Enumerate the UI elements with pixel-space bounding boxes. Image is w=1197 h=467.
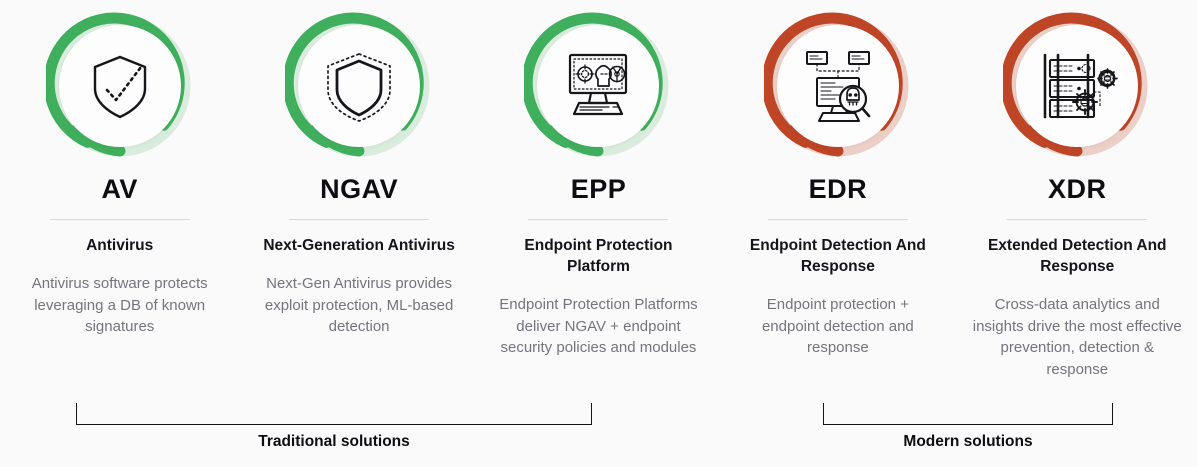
progress-ring-edr <box>763 12 912 160</box>
divider-xdr <box>1007 219 1148 220</box>
desktop-threats-icon <box>555 43 641 129</box>
fullname-xdr: Extended Detection And Response <box>987 237 1167 275</box>
shield-check-icon <box>77 43 163 129</box>
solution-column-epp[interactable]: EPP Endpoint Protection Platform Endpoin… <box>479 0 718 400</box>
abbrev-epp: EPP <box>570 174 627 204</box>
fullname-edr: Endpoint Detection And Response <box>749 237 926 275</box>
description-xdr: Cross-data analytics and insights drive … <box>972 295 1182 379</box>
solution-column-av[interactable]: AV Antivirus Antivirus software protects… <box>0 0 239 400</box>
abbrev-edr: EDR <box>808 174 868 204</box>
divider-av <box>49 219 190 220</box>
ring-inner-disc-ngav <box>298 25 421 147</box>
divider-epp <box>528 219 669 220</box>
description-edr: Endpoint protection + endpoint detection… <box>761 295 914 357</box>
progress-ring-ngav <box>285 12 433 160</box>
abbrev-ngav: NGAV <box>320 174 399 204</box>
shield-dashed-icon <box>316 43 402 129</box>
group-label-traditional: Traditional solutions <box>258 433 410 450</box>
fullname-epp: Endpoint Protection Platform <box>524 237 673 275</box>
progress-ring-epp <box>524 12 672 160</box>
ring-inner-disc-xdr <box>1016 25 1139 147</box>
bracket-modern-solutions <box>823 403 1113 425</box>
divider-edr <box>767 219 908 220</box>
solution-columns: AV Antivirus Antivirus software protects… <box>0 0 1197 400</box>
abbrev-xdr: XDR <box>1048 174 1107 204</box>
ring-inner-disc-edr <box>776 25 899 147</box>
description-ngav: Next-Gen Antivirus provides exploit prot… <box>264 274 454 336</box>
description-epp: Endpoint Protection Platforms deliver NG… <box>499 295 698 357</box>
solution-column-edr[interactable]: EDR Endpoint Detection And Response Endp… <box>718 0 957 400</box>
desktop-malware-magnifier-icon <box>795 43 881 129</box>
description-av: Antivirus software protects leveraging a… <box>31 274 208 336</box>
fullname-ngav: Next-Generation Antivirus <box>263 237 455 254</box>
solution-column-xdr[interactable]: XDR Extended Detection And Response Cros… <box>958 0 1197 400</box>
progress-ring-av <box>45 12 194 160</box>
solution-column-ngav[interactable]: NGAV Next-Generation Antivirus Next-Gen … <box>239 0 478 400</box>
divider-ngav <box>289 219 430 220</box>
server-gears-icon <box>1034 43 1120 129</box>
abbrev-av: AV <box>101 174 138 204</box>
fullname-av: Antivirus <box>86 237 154 254</box>
group-label-modern: Modern solutions <box>903 433 1033 450</box>
progress-ring-xdr <box>1003 12 1151 160</box>
ring-inner-disc-av <box>58 25 181 147</box>
bracket-traditional-solutions <box>76 403 592 425</box>
